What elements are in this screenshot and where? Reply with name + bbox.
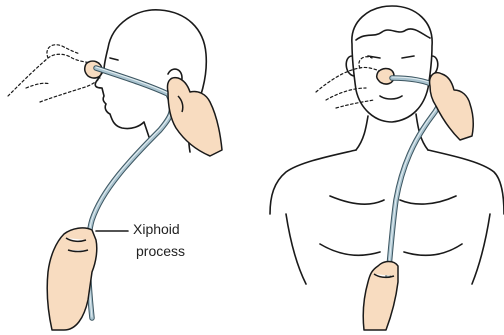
left-eye (110, 58, 118, 60)
right-dashed-hand (316, 57, 384, 108)
xiphoid-label: Xiphoid (133, 221, 180, 237)
right-bottom-hand (363, 262, 398, 331)
right-eyes (368, 56, 414, 58)
left-ear-hand (167, 78, 222, 156)
right-frontal-figure (270, 6, 504, 330)
right-mouth (380, 96, 402, 99)
right-head-outline (352, 6, 432, 122)
right-ear-hand (430, 73, 474, 140)
left-profile-figure (8, 10, 222, 330)
left-tube (88, 67, 171, 318)
right-hair-line (356, 29, 430, 40)
process-label: process (136, 243, 185, 259)
